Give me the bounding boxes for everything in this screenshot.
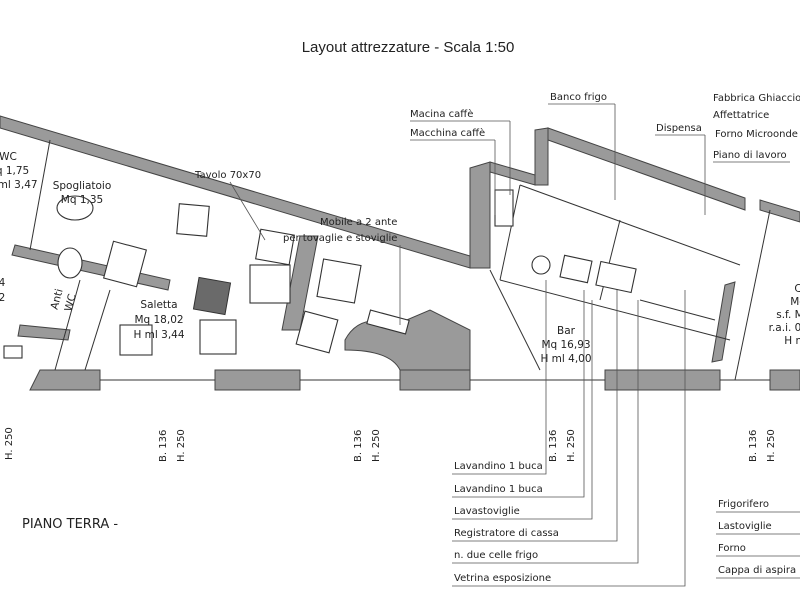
svg-text:Forno: Forno — [718, 543, 746, 554]
svg-text:Vetrina esposizione: Vetrina esposizione — [454, 573, 551, 584]
svg-text:Forno Microonde: Forno Microonde — [715, 129, 798, 140]
svg-text:H. 250: H. 250 — [176, 429, 187, 462]
svg-text:Anti: Anti — [49, 288, 66, 311]
svg-text:H. 250: H. 250 — [766, 429, 777, 462]
floor-label: PIANO TERRA - — [22, 517, 118, 532]
svg-text:Macina caffè: Macina caffè — [410, 108, 473, 120]
svg-text:Piano di lavoro: Piano di lavoro — [713, 150, 787, 161]
svg-text:n. due celle frigo: n. due celle frigo — [454, 550, 538, 561]
interior-lines — [29, 139, 771, 381]
svg-text:Mq 16,93: Mq 16,93 — [541, 339, 590, 351]
svg-text:Macchina caffè: Macchina caffè — [410, 127, 485, 139]
room-bar: Bar Mq 16,93 H ml 4,00 — [540, 325, 591, 365]
room-anti-wc: Anti WC — [49, 288, 79, 313]
svg-text:H ml 3,44: H ml 3,44 — [133, 329, 184, 341]
svg-text:Frigorifero: Frigorifero — [718, 499, 769, 510]
svg-text:4: 4 — [0, 277, 6, 289]
svg-text:C: C — [794, 283, 800, 295]
svg-text:WC: WC — [63, 293, 79, 313]
svg-text:Bar: Bar — [557, 325, 576, 337]
svg-text:H. 250: H. 250 — [371, 429, 382, 462]
svg-text:B. 136: B. 136 — [353, 430, 364, 462]
room-right-partial: C Mo s.f. M r.a.i. 0,3 H m — [769, 283, 800, 347]
svg-text:Tavolo 70x70: Tavolo 70x70 — [194, 170, 261, 181]
svg-text:Banco frigo: Banco frigo — [550, 92, 607, 103]
annotations: Tavolo 70x70 Mobile a 2 ante per tovagli… — [194, 92, 800, 325]
kitchen-equipment-legend: Frigorifero Lastoviglie Forno Cappa di a… — [716, 499, 800, 579]
svg-text:H. 250: H. 250 — [4, 427, 15, 460]
svg-text:r.a.i. 0,3: r.a.i. 0,3 — [769, 322, 800, 334]
svg-text:Lavastoviglie: Lavastoviglie — [454, 506, 520, 517]
bar-equipment-legend: Lavandino 1 buca Lavandino 1 buca Lavast… — [452, 280, 686, 587]
svg-text:Lavandino 1 buca: Lavandino 1 buca — [454, 461, 543, 472]
svg-text:Mq 18,02: Mq 18,02 — [134, 314, 183, 326]
svg-text:Saletta: Saletta — [140, 299, 177, 311]
svg-text:H ml 4,00: H ml 4,00 — [540, 353, 591, 365]
svg-text:Mq 1,35: Mq 1,35 — [61, 194, 103, 206]
svg-text:H. 250: H. 250 — [566, 429, 577, 462]
svg-text:Lastoviglie: Lastoviglie — [718, 521, 772, 532]
svg-text:Registratore di cassa: Registratore di cassa — [454, 528, 559, 539]
room-spogliatoio: Spogliatoio Mq 1,35 — [53, 180, 112, 206]
svg-text:Dispensa: Dispensa — [656, 123, 702, 134]
window-dimensions: H. 250 B. 136 H. 250 B. 136 H. 250 B. 136 H… — [4, 427, 777, 462]
room-wc: WC Mq 1,75 H ml 3,47 — [0, 151, 38, 191]
svg-text:B. 136: B. 136 — [748, 430, 759, 462]
svg-text:Mobile a 2 ante: Mobile a 2 ante — [320, 217, 397, 228]
svg-text:H m: H m — [784, 335, 800, 347]
svg-text:Affettatrice: Affettatrice — [713, 110, 769, 121]
svg-text:Spogliatoio: Spogliatoio — [53, 180, 112, 192]
room-left-partial: 4 2 — [0, 277, 6, 304]
svg-text:Mo: Mo — [790, 296, 800, 308]
svg-text:Mq 1,75: Mq 1,75 — [0, 165, 29, 177]
room-saletta: Saletta Mq 18,02 H ml 3,44 — [133, 299, 184, 341]
svg-text:Fabbrica Ghiaccio: Fabbrica Ghiaccio — [713, 93, 800, 104]
svg-text:s.f. M: s.f. M — [776, 309, 800, 321]
svg-text:2: 2 — [0, 292, 5, 304]
svg-text:Cappa di aspira: Cappa di aspira — [718, 565, 796, 576]
svg-text:B. 136: B. 136 — [158, 430, 169, 462]
plan-title: Layout attrezzature - Scala 1:50 — [302, 39, 515, 56]
tables — [3, 203, 362, 359]
svg-text:B. 136: B. 136 — [548, 430, 559, 462]
svg-text:Lavandino 1 buca: Lavandino 1 buca — [454, 484, 543, 495]
svg-text:WC: WC — [0, 151, 17, 163]
svg-text:H ml 3,47: H ml 3,47 — [0, 179, 38, 191]
svg-text:per tovaglie e stoviglie: per tovaglie e stoviglie — [283, 233, 397, 244]
